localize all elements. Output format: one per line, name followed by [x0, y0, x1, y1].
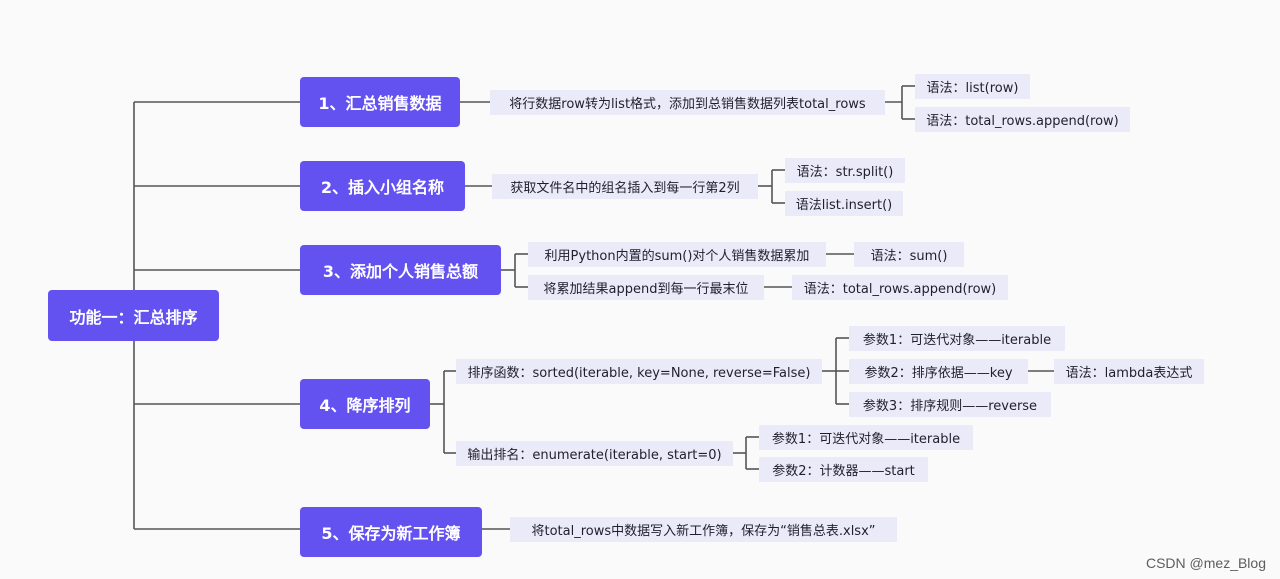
step-2-syntax-2: 语法list.insert() [785, 191, 903, 216]
enumerate-param-1: 参数1：可迭代对象——iterable [759, 425, 973, 450]
sorted-function: 排序函数：sorted(iterable, key=None, reverse=… [456, 359, 822, 384]
watermark: CSDN @mez_Blog [1145, 555, 1266, 571]
step-2-node: 2、插入小组名称 [300, 161, 465, 211]
step-1-node: 1、汇总销售数据 [300, 77, 460, 127]
sorted-param-1: 参数1：可迭代对象——iterable [849, 326, 1065, 351]
step-5-desc: 将total_rows中数据写入新工作簿，保存为“销售总表.xlsx” [510, 517, 897, 542]
step-5-node: 5、保存为新工作簿 [300, 507, 482, 557]
sorted-key-syntax: 语法：lambda表达式 [1054, 359, 1204, 384]
step-3-item-2-syntax: 语法：total_rows.append(row) [792, 275, 1008, 300]
step-2-syntax-1: 语法：str.split() [785, 158, 905, 183]
sorted-param-3: 参数3：排序规则——reverse [849, 392, 1051, 417]
step-3-item-1-syntax: 语法：sum() [854, 242, 964, 267]
enumerate-param-2: 参数2：计数器——start [759, 457, 928, 482]
step-3-item-1: 利用Python内置的sum()对个人销售数据累加 [528, 242, 826, 267]
root-node: 功能一：汇总排序 [48, 290, 219, 341]
step-4-node: 4、降序排列 [300, 379, 430, 429]
sorted-param-2: 参数2：排序依据——key [849, 359, 1028, 384]
step-2-desc: 获取文件名中的组名插入到每一行第2列 [492, 174, 758, 199]
step-3-item-2: 将累加结果append到每一行最末位 [528, 275, 764, 300]
step-1-syntax-2: 语法：total_rows.append(row) [915, 107, 1130, 132]
step-1-syntax-1: 语法：list(row) [915, 74, 1030, 99]
enumerate-function: 输出排名：enumerate(iterable, start=0) [456, 441, 733, 466]
step-3-node: 3、添加个人销售总额 [300, 245, 501, 295]
step-1-desc: 将行数据row转为list格式，添加到总销售数据列表total_rows [490, 90, 885, 115]
